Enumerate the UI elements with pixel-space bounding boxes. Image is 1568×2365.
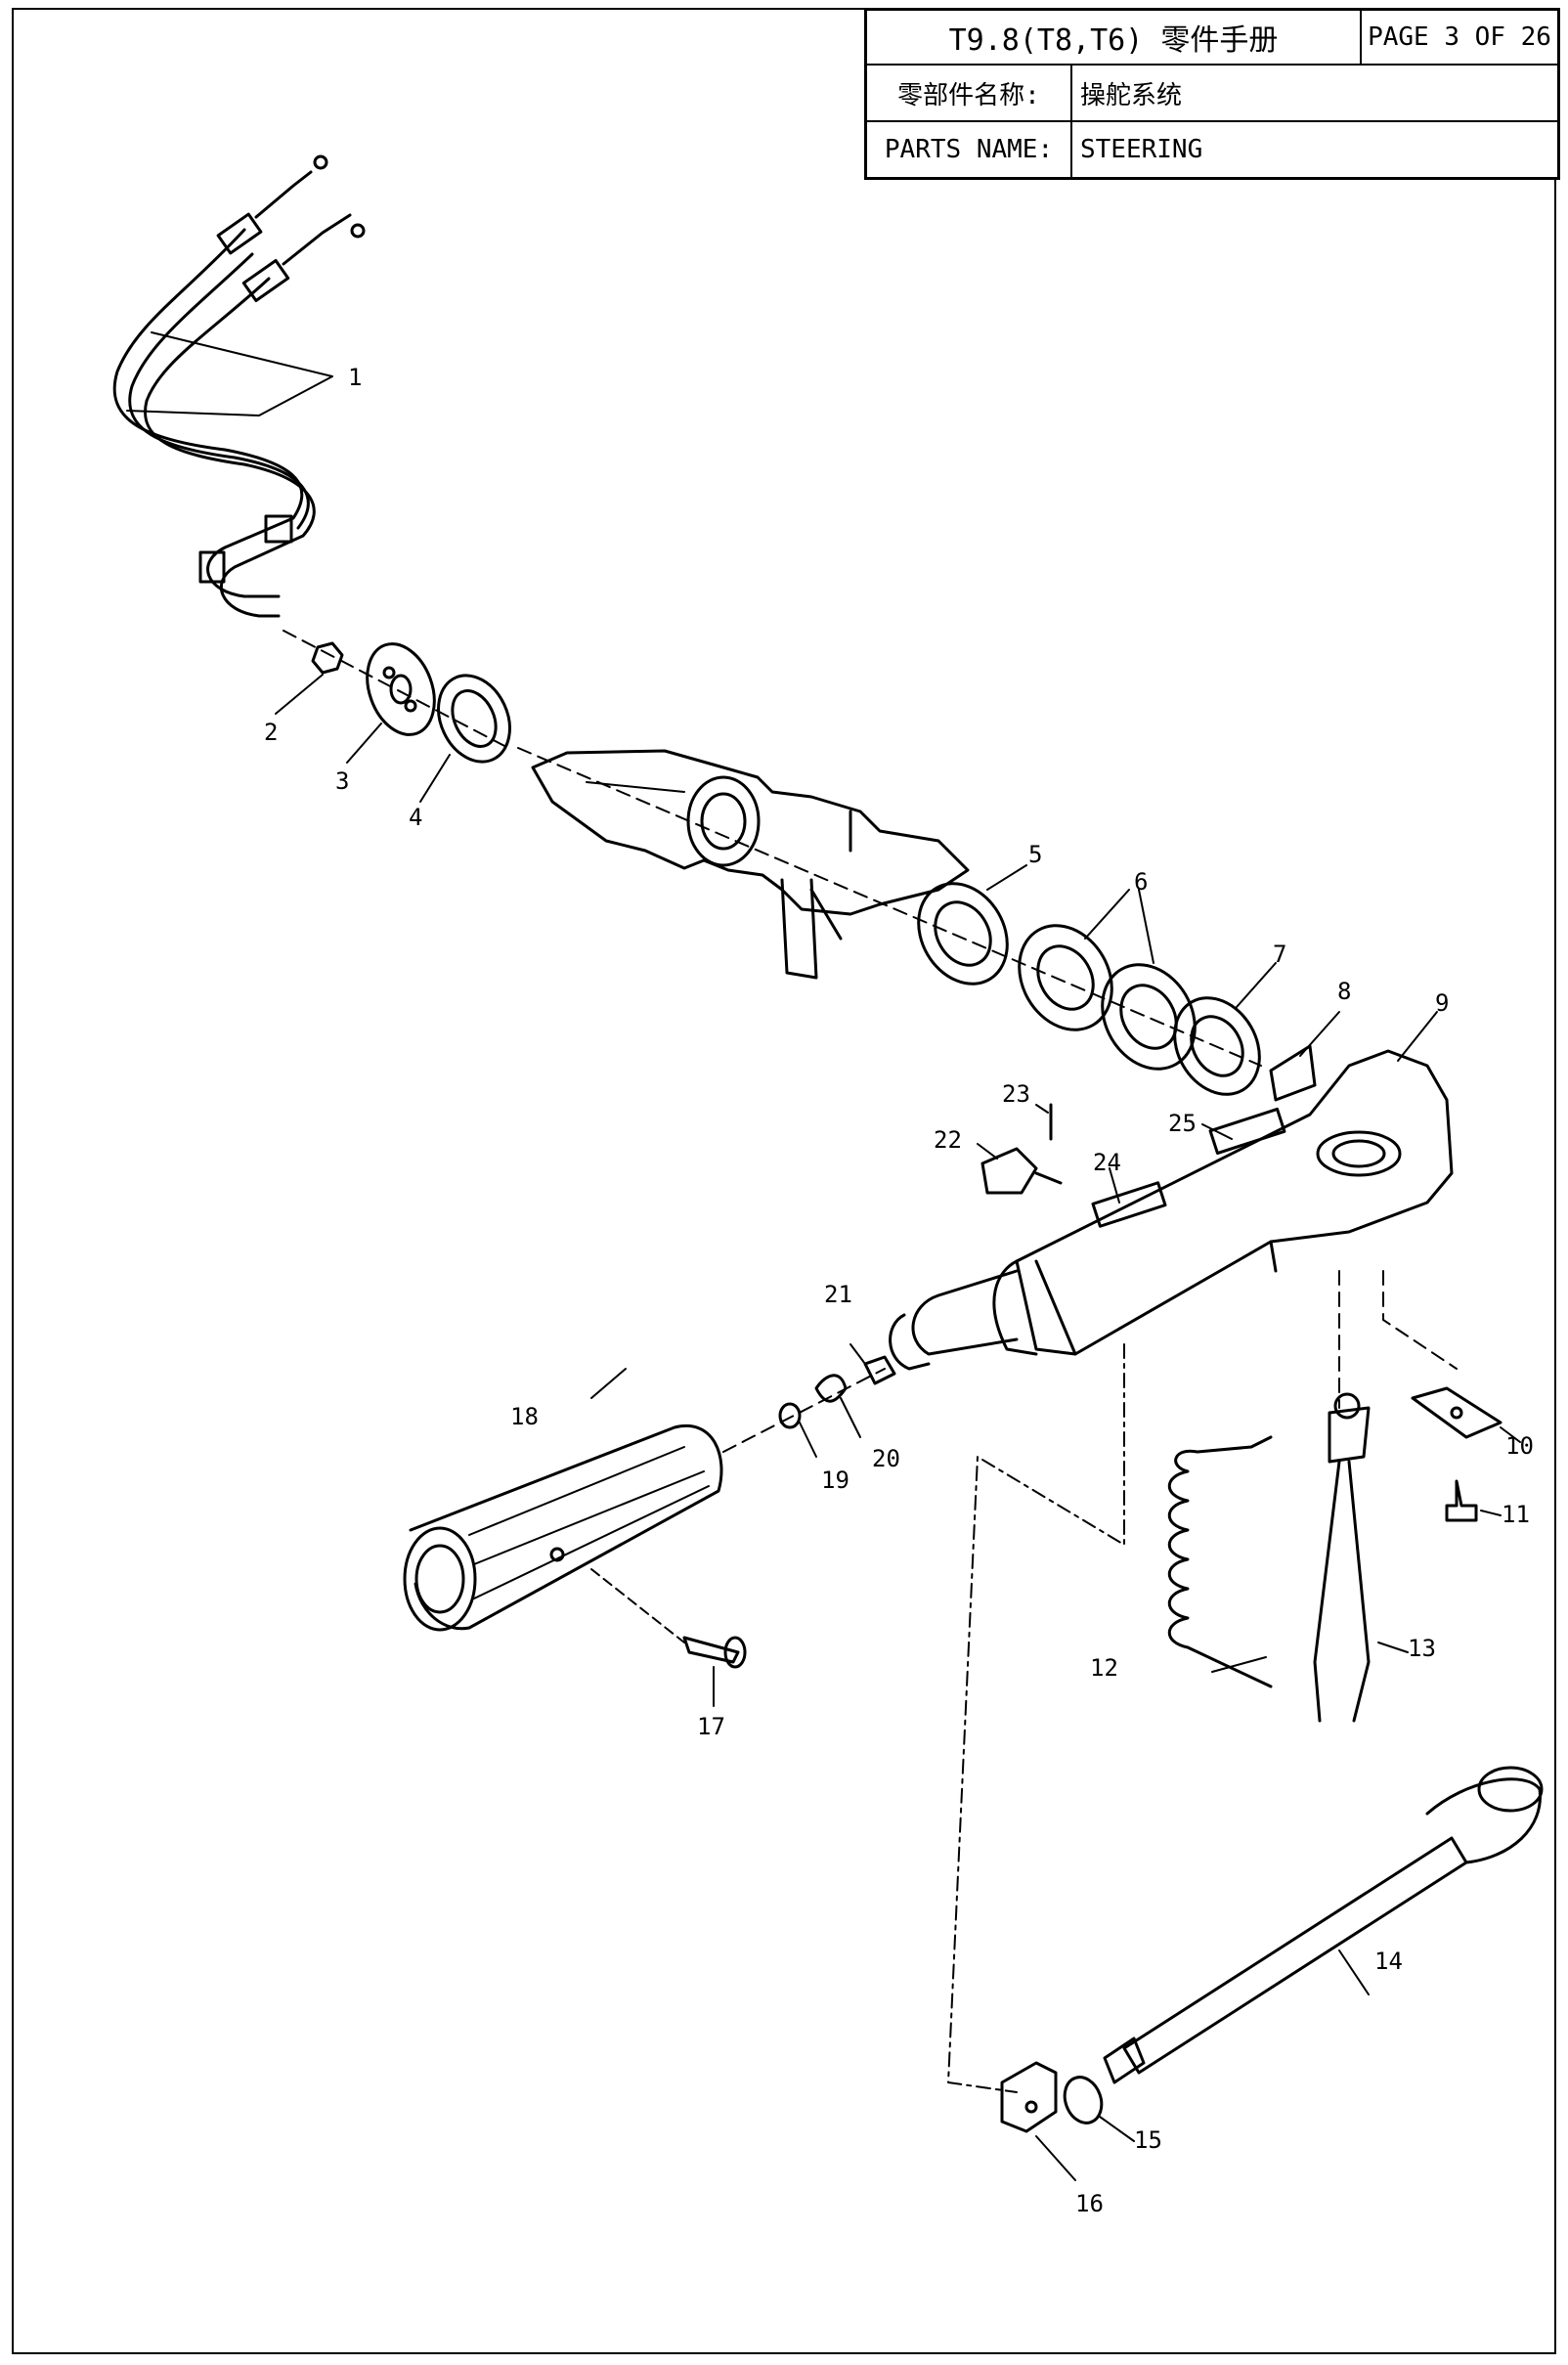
callout-11: 11 xyxy=(1502,1501,1530,1528)
parts-name-en-label: PARTS NAME: xyxy=(867,122,1072,177)
tiller-handle xyxy=(889,1049,1454,1371)
parts-name-cn-value: 操舵系统 xyxy=(1080,80,1183,110)
callout-3: 3 xyxy=(335,767,350,795)
nut-plate-washer xyxy=(311,641,511,764)
callout-24: 24 xyxy=(1093,1149,1121,1176)
parts-name-cn-row: 零部件名称: 操舵系统 xyxy=(867,66,1557,122)
parts-name-en-value: STEERING xyxy=(1080,135,1203,164)
leader-1 xyxy=(126,331,333,416)
callout-16: 16 xyxy=(1075,2190,1104,2217)
cable-assembly xyxy=(112,154,366,618)
callout-1: 1 xyxy=(348,364,363,391)
callout-9: 9 xyxy=(1435,989,1450,1017)
callout-14: 14 xyxy=(1374,1948,1403,1975)
callout-7: 7 xyxy=(1273,941,1287,968)
parts-name-cn-label: 零部件名称: xyxy=(867,66,1072,120)
title-block: T9.8(T8,T6) 零件手册 PAGE 3 OF 26 零部件名称: 操舵系… xyxy=(864,8,1560,180)
spring-washer-set xyxy=(778,1355,896,1429)
manual-title: T9.8(T8,T6) 零件手册 xyxy=(948,23,1279,58)
callout-6: 6 xyxy=(1134,868,1149,896)
friction-knob xyxy=(980,1103,1063,1195)
callout-13: 13 xyxy=(1408,1635,1436,1662)
callout-23: 23 xyxy=(1002,1080,1030,1108)
callout-12: 12 xyxy=(1090,1654,1118,1682)
callout-20: 20 xyxy=(872,1445,900,1472)
callout-2: 2 xyxy=(264,719,279,746)
grip-screw xyxy=(682,1636,747,1669)
callout-21: 21 xyxy=(824,1281,852,1308)
page-number: PAGE 3 OF 26 xyxy=(1360,11,1557,64)
callout-17: 17 xyxy=(697,1713,725,1740)
callout-22: 22 xyxy=(934,1126,962,1154)
stop-switch-lanyard xyxy=(1167,1392,1371,1723)
throttle-grip xyxy=(403,1423,723,1632)
callout-5: 5 xyxy=(1028,841,1043,868)
swivel-bracket xyxy=(531,749,970,980)
washer-and-clamp xyxy=(1000,2061,1104,2133)
title-row: T9.8(T8,T6) 零件手册 PAGE 3 OF 26 xyxy=(867,11,1557,66)
callout-10: 10 xyxy=(1505,1432,1534,1460)
callout-4: 4 xyxy=(409,804,423,831)
parts-name-en-row: PARTS NAME: STEERING xyxy=(867,122,1557,177)
steering-shaft xyxy=(1103,1766,1544,2084)
drawing-frame xyxy=(12,8,1556,2354)
thrust-washers xyxy=(917,882,1317,1102)
callout-15: 15 xyxy=(1134,2126,1162,2154)
callout-19: 19 xyxy=(821,1467,849,1494)
callout-8: 8 xyxy=(1337,978,1352,1005)
callout-25: 25 xyxy=(1168,1110,1197,1137)
plate-and-bolt xyxy=(1411,1386,1503,1522)
callout-18: 18 xyxy=(510,1403,539,1430)
